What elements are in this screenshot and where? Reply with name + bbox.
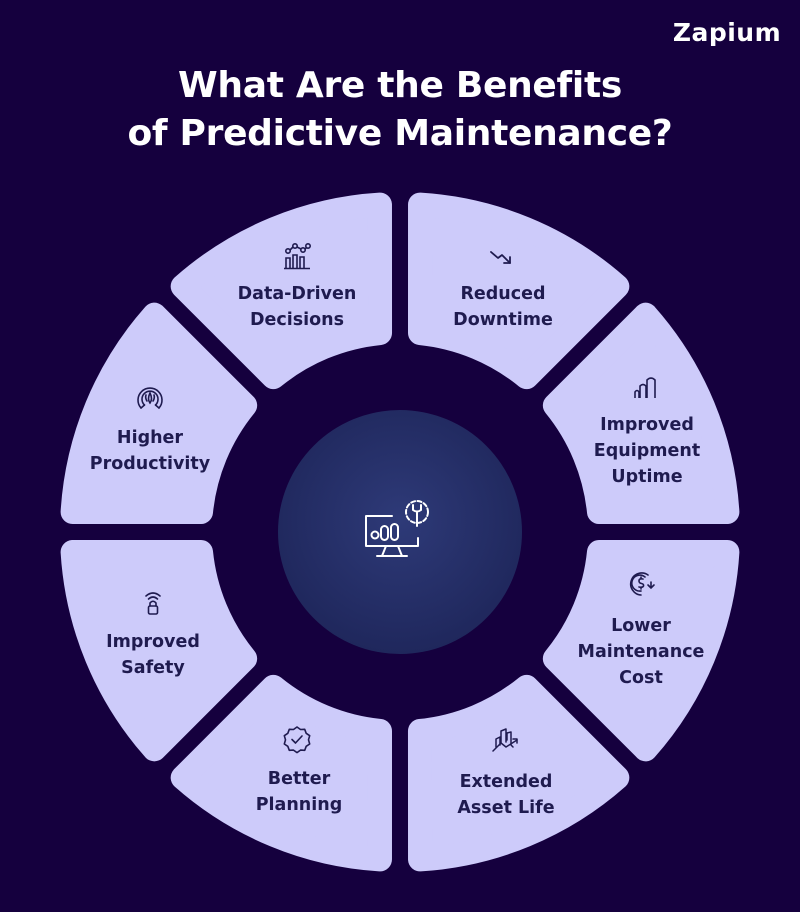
segment-label-data-driven-decisions: Data-Driven Decisions	[237, 284, 357, 330]
center-circle	[278, 410, 522, 654]
title-line-1: What Are the Benefits	[178, 65, 622, 106]
brand-logo: Zapium	[672, 18, 782, 47]
segment-label-improved-equipment-uptime: Improved Equipment Uptime	[593, 415, 701, 487]
segment-label-reduced-downtime: Reduced Downtime	[453, 284, 553, 330]
segment-improved-equipment-uptime	[542, 302, 740, 525]
trend-down-arrow-icon	[490, 251, 511, 264]
segment-data-driven-decisions	[170, 192, 393, 390]
badge-check-icon	[283, 726, 311, 754]
segment-label-extended-asset-life: Extended Asset Life	[457, 772, 555, 818]
segment-reduced-downtime	[408, 192, 630, 390]
segment-better-planning	[170, 674, 392, 872]
buildings-growth-arrow-icon	[492, 728, 518, 752]
segment-lower-maintenance-cost	[542, 540, 740, 762]
title-line-2: of Predictive Maintenance?	[127, 113, 673, 154]
segment-label-better-planning: Better Planning	[255, 769, 343, 815]
rising-bars-icon	[634, 377, 656, 398]
segment-extended-asset-life	[407, 674, 630, 872]
segment-label-improved-safety: Improved Safety	[106, 632, 200, 678]
segment-improved-safety	[60, 539, 258, 762]
speedometer-gauge-icon	[137, 387, 163, 409]
dollar-refresh-icon	[629, 572, 655, 596]
segment-label-higher-productivity: Higher Productivity	[89, 428, 211, 474]
segment-higher-productivity	[60, 302, 258, 524]
monitor-chart-gear-wrench-icon	[365, 500, 429, 557]
page-title: What Are the Benefits of Predictive Main…	[0, 62, 800, 158]
data-network-bar-chart-icon	[284, 242, 311, 270]
wireless-lock-icon	[145, 592, 161, 615]
segment-label-lower-maintenance-cost: Lower Maintenance Cost	[577, 616, 705, 688]
